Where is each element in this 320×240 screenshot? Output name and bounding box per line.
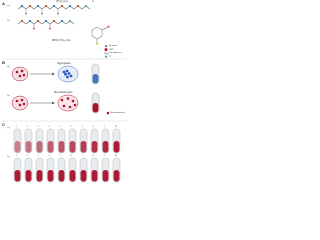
- panel-b-row-a: [11, 63, 100, 85]
- tube-number-label: 1: [15, 155, 17, 157]
- legend-aptamer-icon: [104, 52, 109, 55]
- sample-liquid: [36, 170, 43, 182]
- tube-number-label: 9: [103, 126, 105, 128]
- formula-label: (Thr)₃-Cys: [56, 0, 69, 3]
- panel-c-row-a-label: (a): [7, 127, 10, 129]
- chain-atom: [36, 4, 40, 8]
- sample-liquid: [14, 141, 21, 153]
- sample-liquid: [25, 170, 32, 182]
- tube-number-label: 9: [103, 155, 105, 157]
- figure-canvas: [0, 0, 129, 183]
- sample-liquid: [102, 141, 109, 153]
- tube-number-label: 10: [114, 155, 117, 157]
- chain-atom: [60, 4, 64, 8]
- legend-gnp-label: GNP: [109, 48, 114, 51]
- legend-aptamer-label: Free Aptamer: [109, 52, 122, 55]
- sample-liquid: [69, 170, 76, 182]
- chain-atom: [20, 4, 24, 8]
- sample-liquid: [113, 141, 120, 153]
- legend-brushed-icon: [104, 44, 108, 48]
- sample-liquid: [113, 170, 120, 182]
- tube-number-label: 8: [92, 155, 94, 157]
- tube-number-label: 6: [70, 155, 72, 157]
- sample-liquid: [58, 170, 65, 182]
- panel-c-row-b-label: (b): [7, 156, 10, 158]
- tube-number-label: 7: [81, 126, 83, 128]
- aggregation-label: Aggregation: [57, 61, 71, 65]
- chain-atom: [68, 4, 72, 8]
- tube-number-label: 4: [48, 126, 50, 128]
- sample-liquid: [91, 141, 98, 153]
- gnp-solution-icon: [11, 66, 29, 82]
- formula-suffix: C: [92, 0, 94, 3]
- panel-c-letter: C: [2, 122, 5, 127]
- tube-number-label: 2: [26, 155, 28, 157]
- tube-number-label: 4: [48, 155, 50, 157]
- sample-liquid: [36, 141, 43, 153]
- panel-b-letter: B: [2, 60, 5, 65]
- tube-number-label: 7: [81, 155, 83, 157]
- tube-number-label: 5: [59, 155, 61, 157]
- chain-atom: [44, 4, 48, 8]
- chain-atom: [28, 4, 32, 8]
- legend-tt-label: TT: [109, 55, 112, 58]
- panel-b-row-b: [11, 92, 110, 115]
- panel-b-row-a-label: (a): [7, 66, 10, 68]
- sample-liquid: [58, 141, 65, 153]
- tube-number-label: 3: [37, 126, 39, 128]
- panel-a-row-a-label: (a): [7, 5, 10, 7]
- tube-number-label: 2: [26, 126, 28, 128]
- legend-a-symbols: [104, 44, 109, 58]
- mpa-structure: [91, 25, 110, 45]
- panel-a-letter: A: [2, 0, 5, 6]
- tube-number-label: 6: [70, 126, 72, 128]
- sample-liquid: [102, 170, 109, 182]
- chain-atom: [52, 4, 56, 8]
- chain-atom: [76, 4, 80, 8]
- sample-liquid: [47, 141, 54, 153]
- panel-c-row-a: [13, 128, 121, 154]
- tube-number-label: 1: [15, 126, 17, 128]
- sample-liquid: [47, 170, 54, 182]
- mpa-label: MPA-(Thr)₃-Cys: [52, 39, 71, 42]
- sample-liquid: [25, 141, 32, 153]
- sample-liquid: [14, 170, 21, 182]
- legend-tt-icon: [104, 55, 108, 58]
- tube-number-label: 3: [37, 155, 39, 157]
- panel-c-row-b: [13, 157, 121, 183]
- tube-number-label: 10: [114, 126, 117, 128]
- legend-monodispersed-icon: [106, 111, 110, 115]
- tube-number-label: 8: [92, 126, 94, 128]
- sample-liquid: [69, 141, 76, 153]
- tube-number-label: 5: [59, 126, 61, 128]
- peptide-chain-b: [17, 19, 75, 30]
- sample-liquid: [91, 170, 98, 182]
- panel-b-row-b-label: (b): [7, 95, 10, 97]
- legend-gnp-icon: [104, 48, 108, 52]
- panel-a-row-b-label: (b): [7, 20, 10, 22]
- sample-liquid: [80, 170, 87, 182]
- legend-brushed-label: Brushed: [109, 45, 117, 47]
- monodispersion-label: Monodispersion: [54, 90, 73, 94]
- sample-liquid: [80, 141, 87, 153]
- chain-atom: [84, 4, 88, 8]
- legend-monodispersed-label: Monodispersed: [110, 112, 125, 114]
- peptide-chain-a: [17, 4, 91, 15]
